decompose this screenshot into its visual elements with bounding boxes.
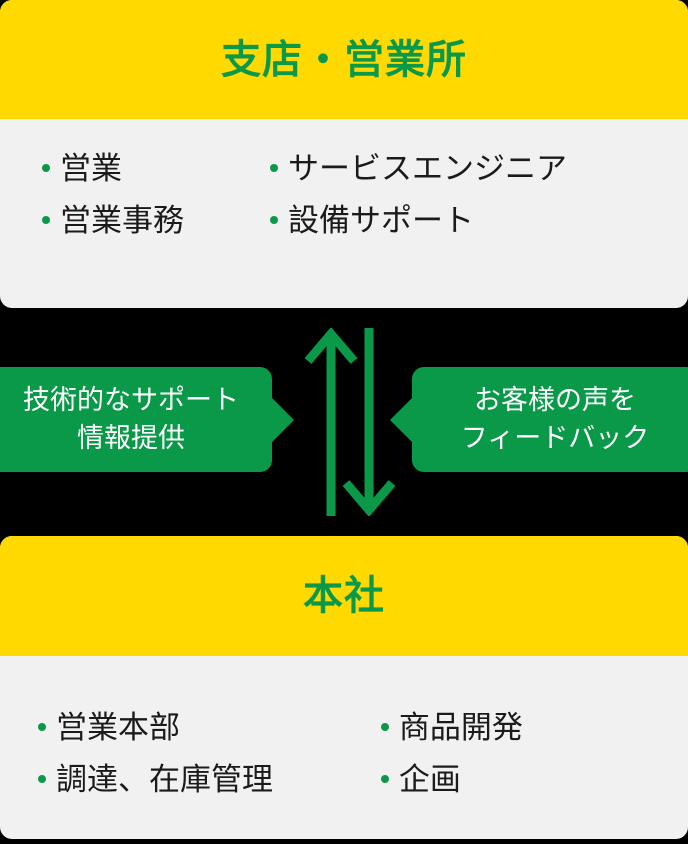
headquarters-card: 本社 営業本部 調達、在庫管理 商品開発 企 xyxy=(0,536,688,839)
list-item: 調達、在庫管理 xyxy=(38,760,369,800)
list-item: 営業本部 xyxy=(38,708,369,748)
list-item-label: 企画 xyxy=(398,761,461,797)
left-callout: 技術的なサポート 情報提供 xyxy=(0,367,272,472)
down-arrow-icon xyxy=(342,328,396,516)
headquarters-title: 本社 xyxy=(303,574,385,618)
list-item: サービスエンジニア xyxy=(270,149,650,189)
bullet-dot-icon xyxy=(42,215,50,224)
left-callout-tail-icon xyxy=(272,398,294,442)
bullet-dot-icon xyxy=(42,164,50,172)
branch-office-body: 営業 営業事務 サービスエンジニア 設備サポート xyxy=(0,119,688,252)
bullet-dot-icon xyxy=(270,215,278,224)
flow-band: 技術的なサポート 情報提供 お客様の声を フィードバック xyxy=(0,308,688,536)
list-item-label: 設備サポート xyxy=(288,202,474,238)
headquarters-header: 本社 xyxy=(0,536,688,656)
left-callout-label: 技術的なサポート 情報提供 xyxy=(23,385,239,453)
list-item-label: 商品開発 xyxy=(398,710,523,745)
list-item-label: 営業本部 xyxy=(56,710,180,745)
bullet-dot-icon xyxy=(380,774,389,783)
bullet-dot-icon xyxy=(270,164,278,172)
branch-office-title: 支店・営業所 xyxy=(221,37,467,82)
up-arrow-icon xyxy=(304,328,358,516)
list-item-label: サービスエンジニア xyxy=(288,151,567,186)
branch-office-header: 支店・営業所 xyxy=(0,0,688,119)
branch-office-column-2: サービスエンジニア 設備サポート xyxy=(270,149,650,252)
right-callout-label: お客様の声を フィードバック xyxy=(460,385,650,453)
list-item-label: 営業 xyxy=(60,151,122,186)
headquarters-column-1: 営業本部 調達、在庫管理 xyxy=(30,708,369,811)
list-item-label: 営業事務 xyxy=(60,202,184,238)
right-callout: お客様の声を フィードバック xyxy=(412,367,688,472)
bullet-dot-icon xyxy=(38,723,46,731)
list-item: 商品開発 xyxy=(380,708,658,748)
right-callout-tail-icon xyxy=(390,398,412,442)
list-item: 設備サポート xyxy=(270,201,650,241)
list-item-label: 調達、在庫管理 xyxy=(56,761,273,797)
branch-office-column-1: 営業 営業事務 xyxy=(30,149,270,252)
bidirectional-arrows xyxy=(304,328,396,516)
list-item: 企画 xyxy=(380,760,658,800)
list-item: 営業事務 xyxy=(42,201,270,241)
list-item: 営業 xyxy=(42,149,270,189)
headquarters-body: 営業本部 調達、在庫管理 商品開発 企画 xyxy=(0,656,688,811)
branch-office-card: 支店・営業所 営業 営業事務 サービスエンジニア xyxy=(0,0,688,308)
headquarters-column-2: 商品開発 企画 xyxy=(369,708,658,811)
bullet-dot-icon xyxy=(38,774,46,783)
bullet-dot-icon xyxy=(380,723,389,731)
